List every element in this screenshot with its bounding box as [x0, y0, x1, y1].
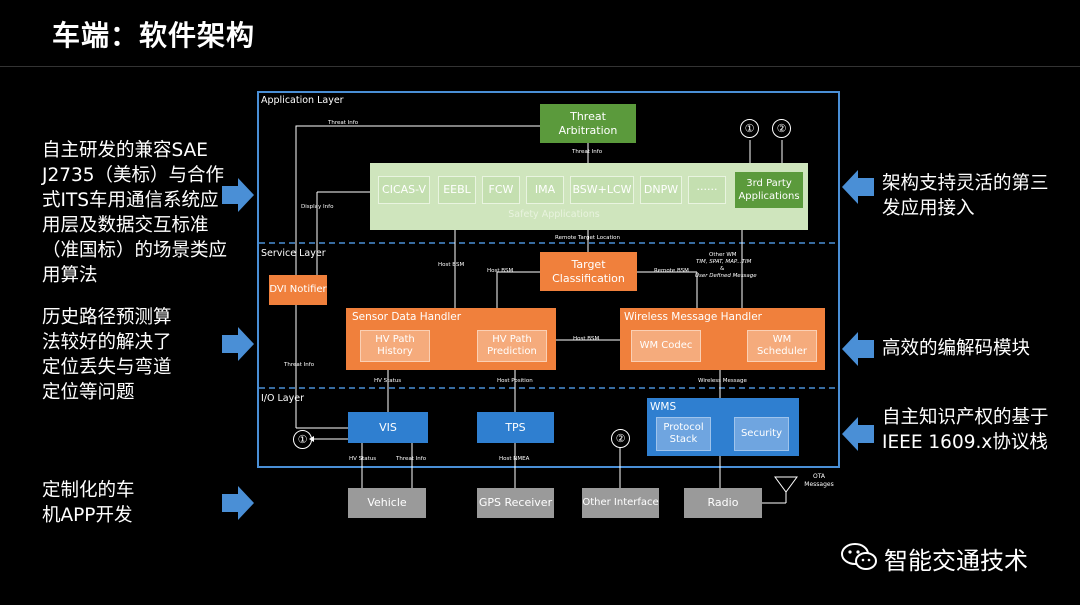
arrow-left-icon [842, 170, 874, 204]
wireless-message-handler-label: Wireless Message Handler [624, 311, 762, 323]
antenna-icon [774, 476, 798, 493]
page-title: 车端：软件架构 [52, 19, 256, 52]
arrow-right-icon [222, 327, 254, 361]
right-note-3: 自主知识产权的基于IEEE 1609.x协议栈 [882, 407, 1049, 453]
label-other-wm-detail: TIM, SPAT, MAP...TIM [696, 259, 752, 265]
right-note-2: 高效的编解码模块 [882, 338, 1031, 359]
label-remote-bsm: Remote BSM [654, 268, 689, 274]
arrow-right-icon [222, 486, 254, 520]
marker-1-top: ① [740, 119, 759, 138]
wm-scheduler-box: WM Scheduler [747, 330, 817, 362]
other-interface-box: Other Interface [582, 488, 659, 518]
architecture-frame [257, 91, 840, 468]
right-note-1: 架构支持灵活的第三发应用接入 [882, 173, 1049, 219]
wm-codec-box: WM Codec [631, 330, 701, 362]
layer-label-io: I/O Layer [261, 393, 304, 404]
marker-1-io: ① [293, 430, 312, 449]
safety-applications-label: Safety Applications [508, 209, 600, 220]
dvi-notifier-box: DVI Notifier [269, 275, 327, 305]
label-host-bsm-3: Host BSM [573, 336, 600, 342]
marker-2-top: ② [772, 119, 791, 138]
left-note-1: 自主研发的兼容SAE J2735（美标）与合作式ITS车用通信系统应用层及数据交… [42, 140, 228, 286]
vis-box: VIS [348, 412, 428, 443]
label-threat-info-mid: Threat Info [572, 149, 603, 155]
hv-path-history-box: HV Path History [360, 330, 430, 362]
arrow-right-icon [222, 178, 254, 212]
layer-label-application: Application Layer [261, 95, 344, 106]
security-box: Security [734, 417, 789, 451]
hv-path-prediction-box: HV Path Prediction [477, 330, 547, 362]
ota-messages-label: OTA Messages [804, 473, 834, 488]
gps-receiver-box: GPS Receiver [477, 488, 554, 518]
app-cicas-v: CICAS-V [378, 176, 430, 204]
label-remote-target-location: Remote Target Location [555, 235, 620, 241]
label-hv-status-2: HV Status [349, 456, 377, 462]
watermark-text: 智能交通技术 [884, 547, 1028, 575]
label-other-wm: Other WM [709, 252, 737, 258]
arrow-left-icon [842, 332, 874, 366]
wms-label: WMS [650, 401, 677, 413]
left-note-3: 定制化的车机APP开发 [42, 480, 135, 526]
label-threat-info-top: Threat Info [328, 120, 359, 126]
radio-box: Radio [684, 488, 762, 518]
title-divider [0, 66, 1080, 67]
app-eebl: EEBL [438, 176, 476, 204]
sensor-data-handler-label: Sensor Data Handler [352, 311, 462, 323]
vehicle-box: Vehicle [348, 488, 426, 518]
app-bsw-lcw: BSW+LCW [570, 176, 634, 204]
layer-label-service: Service Layer [261, 248, 326, 259]
marker-2-io: ② [611, 429, 630, 448]
label-wireless-message: Wireless Message [698, 378, 747, 384]
label-threat-info-low: Threat Info [284, 362, 315, 368]
label-host-position: Host Position [497, 378, 533, 384]
label-host-bsm-2: Host BSM [487, 268, 514, 274]
label-host-bsm-1: Host BSM [438, 262, 465, 268]
third-party-box: 3rd Party Applications [735, 172, 803, 208]
label-threat-info-bottom: Threat Info [396, 456, 427, 462]
tps-box: TPS [477, 412, 554, 443]
label-display-info: Display Info [301, 204, 334, 210]
label-amp: & [720, 266, 725, 272]
left-note-2: 历史路径预测算法较好的解决了定位丢失与弯道定位等问题 [42, 307, 172, 403]
app-ima: IMA [526, 176, 564, 204]
label-hv-status-1: HV Status [374, 378, 402, 384]
app-dnpw: DNPW [640, 176, 682, 204]
wechat-icon [841, 543, 877, 570]
protocol-stack-box: Protocol Stack [656, 417, 711, 451]
threat-arbitration-box: Threat Arbitration [540, 104, 636, 143]
app-more: ······ [688, 176, 726, 204]
label-host-nmea: Host NMEA [499, 456, 530, 462]
label-user-defined: User Defined Message [695, 273, 757, 279]
arrow-left-icon [842, 417, 874, 451]
target-classification-box: Target Classification [540, 252, 637, 291]
app-fcw: FCW [482, 176, 520, 204]
